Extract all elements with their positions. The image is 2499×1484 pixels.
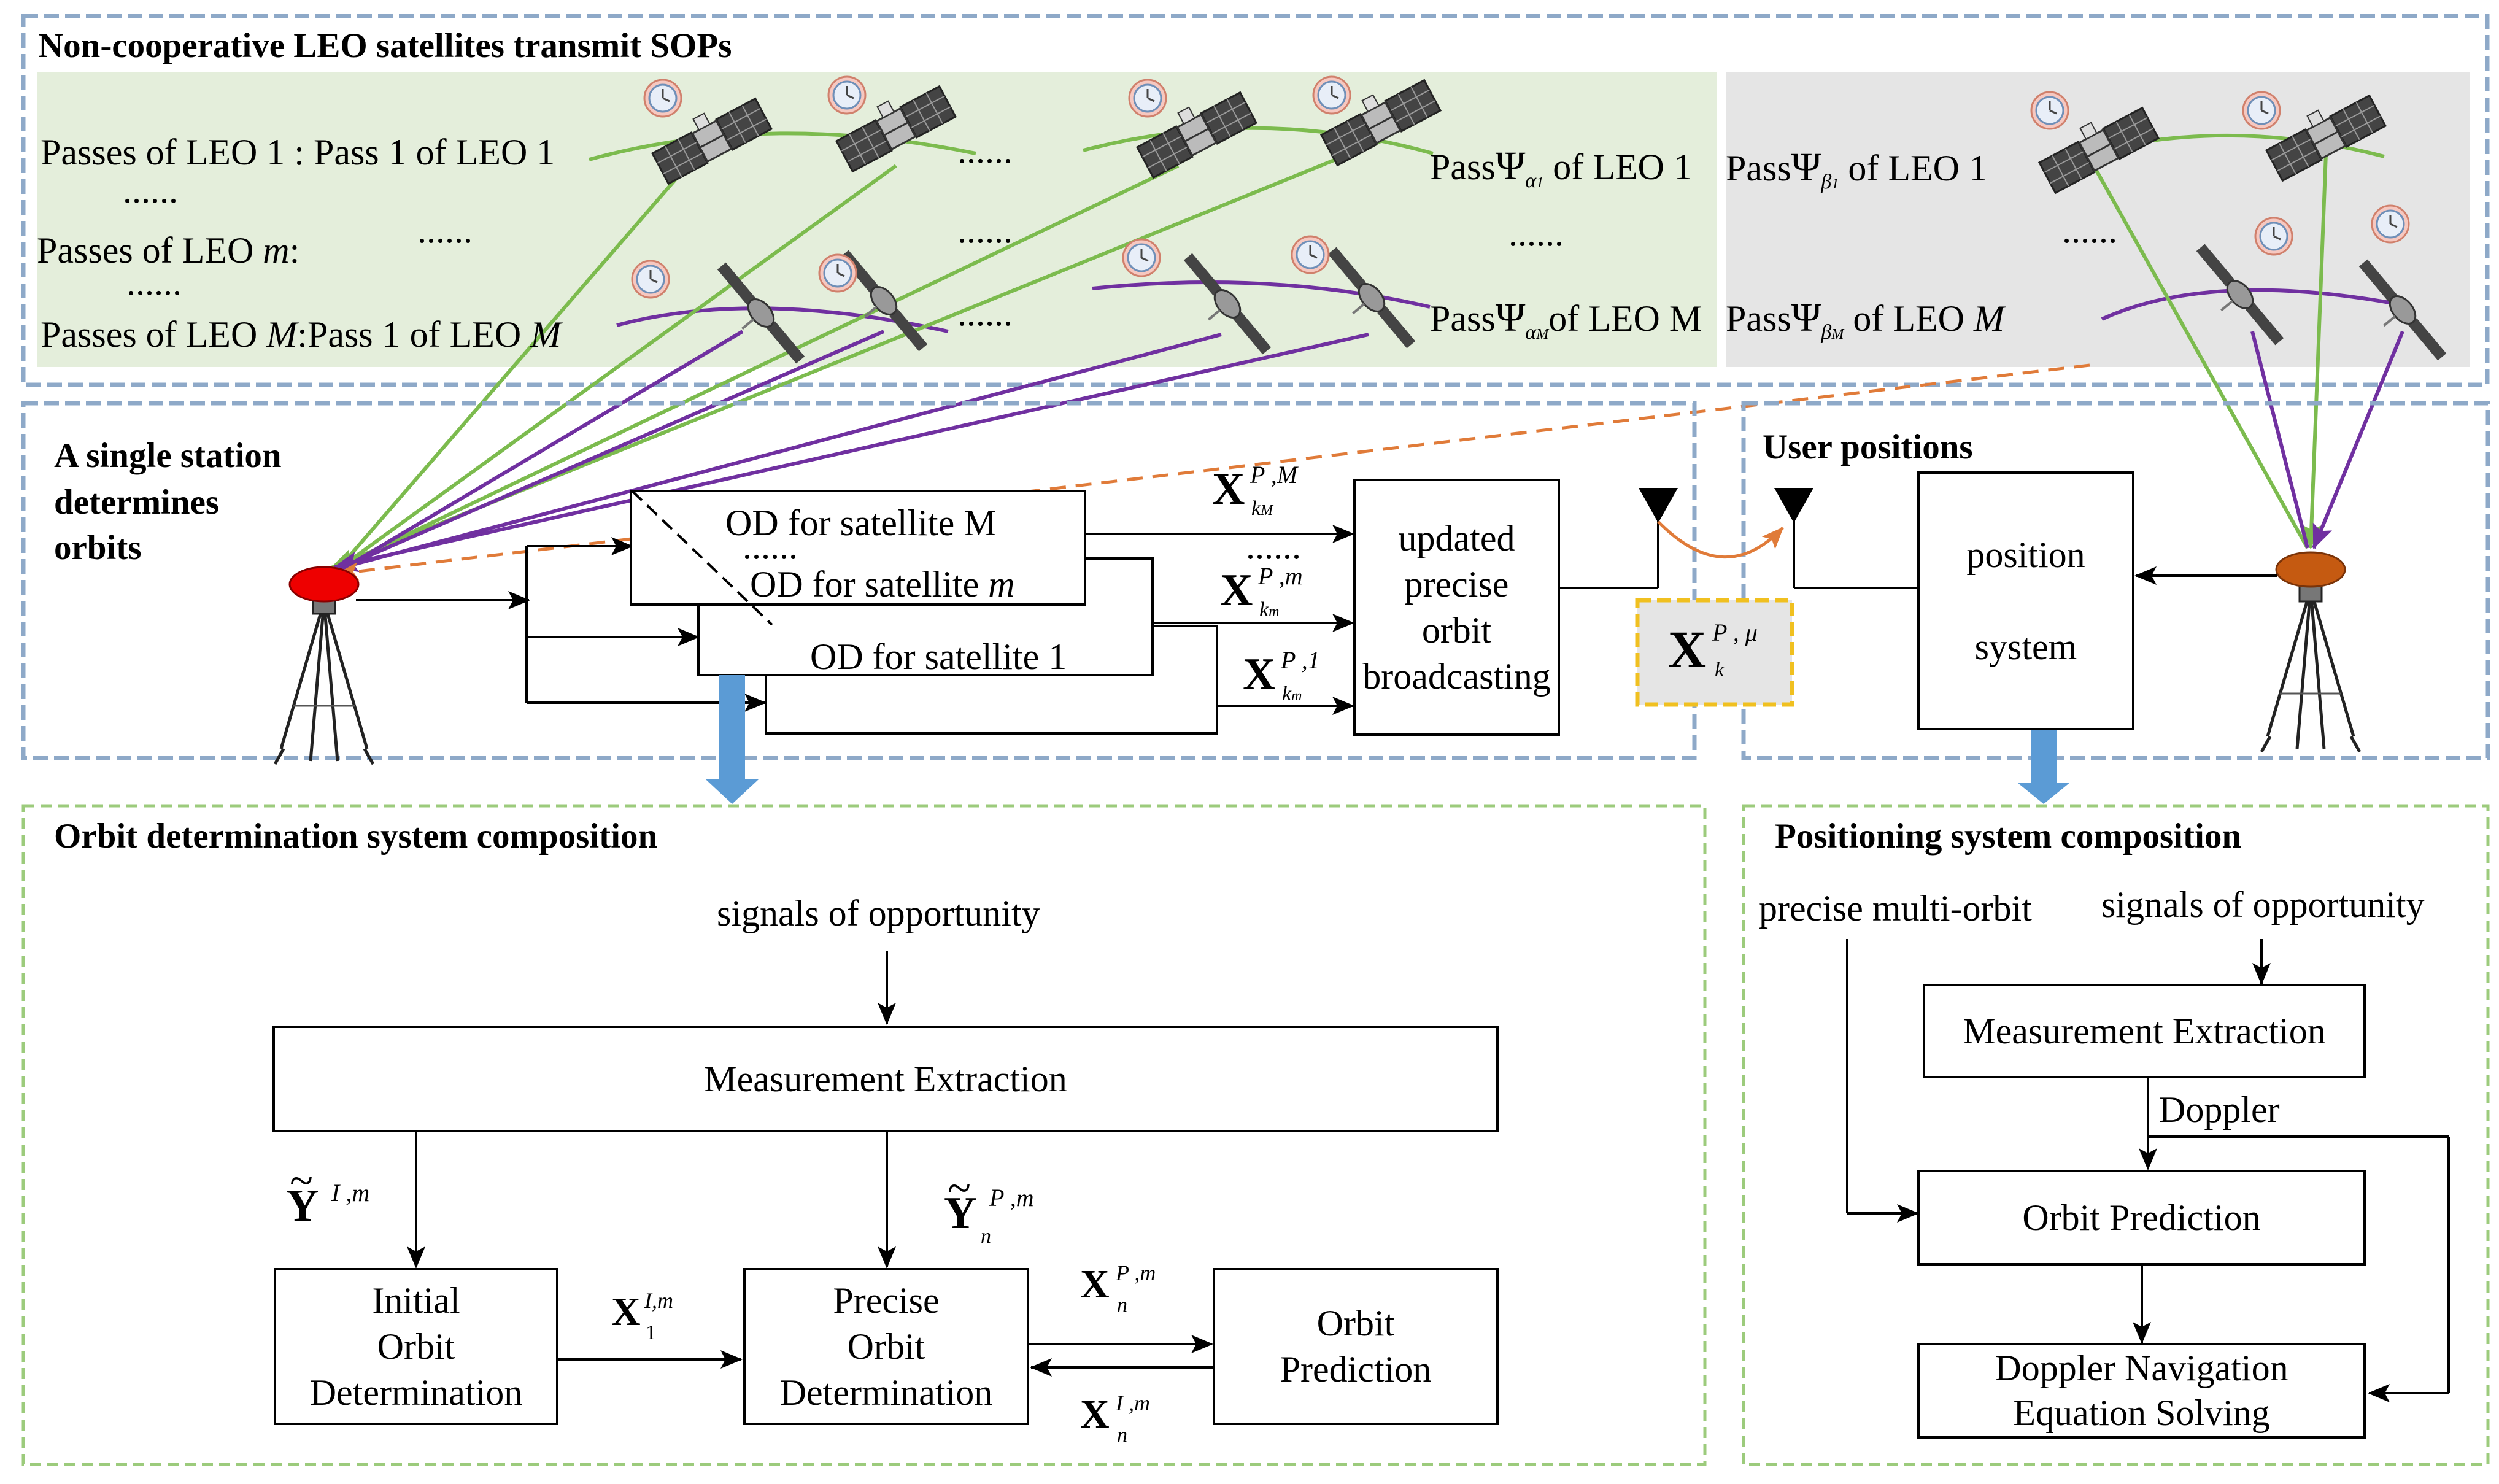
dots-b: ...... [126, 262, 182, 303]
y-tilde-im-label: ~ Y I ,m [286, 1157, 370, 1231]
pass-betaM-label: PassΨβM of LEO M [1726, 295, 2004, 344]
top-band-title: Non-cooperative LEO satellites transmit … [38, 26, 732, 65]
pass-alpha1-label: PassΨα1 of LEO 1 [1430, 144, 1692, 192]
od-satellite-M: OD for satellite M [725, 503, 997, 543]
doppler-label: Doppler [2159, 1089, 2280, 1130]
xk-dots: ...... [1246, 526, 1301, 566]
dots-top-mid: ...... [957, 130, 1013, 171]
od-measurement-box: Measurement Extraction [704, 1058, 1067, 1099]
x-p1-label: X P ,1 km [1243, 646, 1320, 705]
station-title-1: A single station [54, 436, 282, 475]
precise-od-box: Precise Orbit Determination [779, 1280, 993, 1413]
od-signals-label: signals of opportunity [717, 893, 1040, 933]
doppler-nav-box: Doppler Navigation Equation Solving [1995, 1347, 2288, 1433]
dots-gray: ...... [2062, 210, 2117, 250]
precise-multi-orbit-label: precise multi-orbit [1759, 888, 2032, 929]
x-pmu-label: X P , μ k [1668, 619, 1758, 681]
dots-bot-mid: ...... [957, 293, 1013, 333]
pos-composition-title: Positioning system composition [1775, 817, 2242, 856]
x-im-n-label: X I ,m n [1080, 1391, 1150, 1447]
od-dots: ...... [743, 526, 798, 566]
orbit-prediction-box: Orbit Prediction [1280, 1303, 1432, 1389]
dots-right: ...... [1508, 213, 1564, 253]
x-pm-label: X P ,M kM [1212, 461, 1298, 520]
station-title-3: orbits [54, 528, 142, 567]
pos-measurement-box: Measurement Extraction [1963, 1010, 2326, 1051]
passes-leo1-label: Passes of LEO 1 : Pass 1 of LEO 1 [41, 132, 555, 172]
od-composition-title: Orbit determination system composition [54, 817, 658, 856]
x-pm-small-label: X P ,m km [1220, 562, 1303, 621]
dots-a: ...... [123, 170, 178, 211]
dots-m: ...... [417, 210, 473, 250]
dots-mid-mid: ...... [957, 210, 1013, 250]
x-im-1-label: X I,m 1 [611, 1288, 673, 1344]
pos-orbit-prediction-box: Orbit Prediction [2022, 1197, 2261, 1238]
user-panel-title: User positions [1763, 428, 1973, 466]
od-satellite-m: OD for satellite m [750, 564, 1015, 605]
station-title-2: determines [54, 483, 220, 522]
broadcast-box: updated precise orbit broadcasting [1362, 517, 1551, 697]
pass-beta1-label: PassΨβ1 of LEO 1 [1726, 145, 1987, 193]
pass-alphaM-label: PassΨαMof LEO M [1430, 295, 1702, 344]
position-system-box: position system [1966, 534, 2085, 667]
initial-od-box: Initial Orbit Determination [309, 1280, 523, 1413]
pos-signals-label: signals of opportunity [2101, 884, 2425, 925]
x-pm-n-label: X P ,m n [1080, 1261, 1156, 1316]
passes-leo-m-label: Passes of LEO m: [37, 230, 300, 271]
od-satellite-1: OD for satellite 1 [810, 636, 1067, 677]
y-tilde-pm-label: ~ Y P ,m n [944, 1165, 1034, 1248]
passes-leo-M-label: Passes of LEO M:Pass 1 of LEO M [41, 314, 562, 355]
